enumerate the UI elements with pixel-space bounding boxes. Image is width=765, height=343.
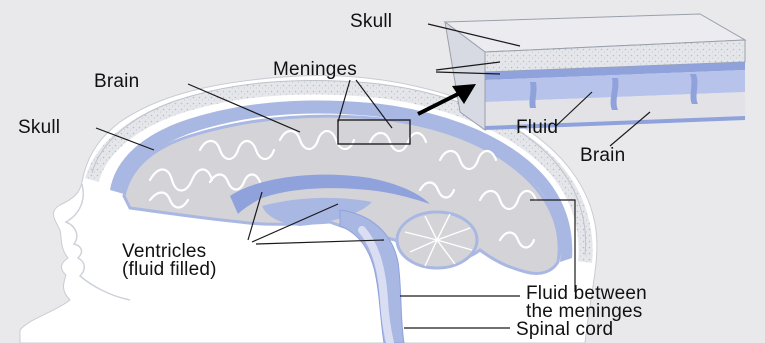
label-skull-inset: Skull bbox=[350, 12, 392, 32]
label-ventricles-fluid-filled: (fluid filled) bbox=[122, 260, 217, 280]
cerebellum bbox=[397, 212, 477, 268]
label-meninges: Meninges bbox=[273, 60, 357, 80]
meninges-inset-block bbox=[445, 14, 745, 130]
label-brain-left: Brain bbox=[94, 72, 139, 92]
label-fluid-inset: Fluid bbox=[516, 118, 558, 138]
label-brain-inset: Brain bbox=[580, 146, 625, 166]
label-spinal-cord: Spinal cord bbox=[516, 320, 613, 340]
label-skull-left: Skull bbox=[18, 118, 60, 138]
